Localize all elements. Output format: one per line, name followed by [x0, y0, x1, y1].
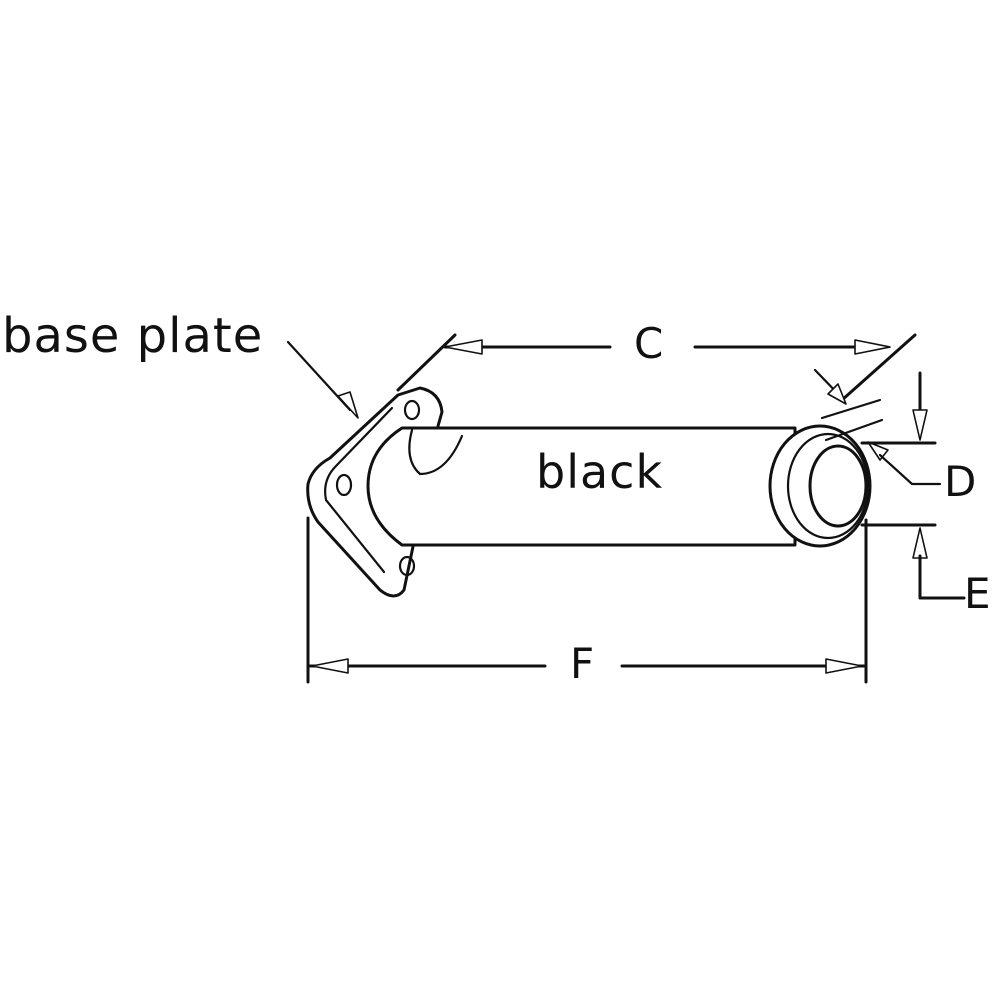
pipe-outline: [366, 426, 797, 547]
dim-c-extension-left: [396, 333, 457, 392]
dim-d-wall-line-2: [824, 418, 884, 442]
pipe-inlet-notch: [408, 428, 464, 476]
base-plate-label: base plate: [2, 308, 263, 364]
dim-e-arrow-top: [912, 409, 928, 441]
dim-c-arrow-right: [854, 339, 891, 355]
dim-c-label: C: [634, 319, 663, 368]
dim-c-arrow-left: [444, 339, 483, 355]
outlet-outer-rim: [768, 424, 872, 548]
pipe-body: [366, 426, 797, 547]
bolt-hole-bottom: [398, 555, 416, 577]
dim-d-arrow-lower: [867, 441, 889, 461]
bolt-hole-left: [335, 473, 353, 497]
dim-f-arrow-right: [825, 658, 863, 674]
dim-d-leader-lower: [878, 453, 942, 486]
dim-e-leader: [918, 554, 966, 600]
bolt-hole-top: [403, 399, 421, 421]
dimension-e: E: [860, 371, 991, 618]
dim-d-arrow-upper: [827, 383, 847, 405]
base-plate-inner-edge: [324, 406, 394, 574]
dim-e-label: E: [964, 569, 991, 618]
dim-c-extension-right: [840, 333, 917, 402]
dimension-c: C: [396, 319, 917, 402]
outlet-rim-ring: [786, 432, 870, 540]
dim-d-wall-line-1: [820, 398, 882, 420]
dim-f-arrow-left: [311, 658, 349, 674]
base-plate-leader-arrow: [337, 391, 359, 419]
dim-e-arrow-bottom: [912, 527, 928, 559]
dimension-f: F: [306, 516, 868, 688]
outlet-opening: [808, 444, 868, 528]
dimension-d: D: [813, 368, 976, 506]
pipe-outlet: [768, 424, 872, 548]
dim-f-label: F: [570, 639, 594, 688]
dim-d-label: D: [944, 457, 976, 506]
pipe-color-label: black: [536, 445, 663, 499]
